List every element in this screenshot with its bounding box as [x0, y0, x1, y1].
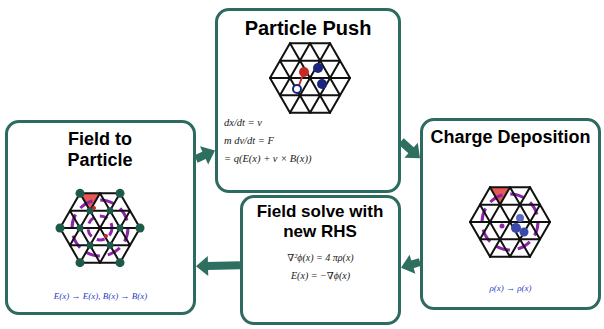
process-box: Field solve with new RHS ∇²ϕ(x) = 4 πρ(x)… [240, 195, 401, 325]
process-box: Field to ParticleE(x) → E(x), B(x) → B(x… [5, 120, 196, 315]
equation: m dv/dt = F [224, 135, 274, 146]
equation: E(x) = −∇ϕ(x) [243, 270, 398, 281]
box-title: Field solve with new RHS [247, 202, 393, 241]
flow-arrow [401, 141, 420, 158]
arrow-head [200, 146, 215, 164]
flow-arrow [196, 146, 215, 164]
equation: ∇²ϕ(x) = 4 πρ(x) [243, 252, 398, 263]
box-title: Particle Push [218, 17, 398, 40]
charge-deposition-mesh [460, 170, 560, 274]
arrow-shaft [412, 262, 420, 265]
equation: dx/dt = v [224, 117, 262, 128]
flow-arrow [401, 255, 420, 274]
arrow-shaft [401, 141, 412, 151]
box-title: Charge Deposition [423, 127, 598, 148]
mapping-caption: ρ(x) → ρ(x) [423, 283, 598, 293]
arrow-shaft [196, 155, 205, 159]
mapping-caption: E(x) → E(x), B(x) → B(x) [8, 291, 193, 301]
box-title: Field to Particle [38, 129, 162, 170]
field-to-particle-mesh [50, 176, 150, 280]
process-box: Particle Push dx/dt = v m dv/dt = F = q(E(x… [215, 8, 401, 193]
equation: = q(E(x) + v × B(x)) [224, 153, 311, 164]
particle-push-mesh [260, 26, 360, 130]
flow-arrow [196, 256, 240, 276]
arrow-shaft [207, 261, 240, 270]
arrow-head [401, 255, 415, 274]
process-box: Charge Deposition ρ(x) → ρ(x) [420, 118, 601, 310]
arrow-head [196, 256, 208, 276]
arrow-head [404, 143, 420, 158]
